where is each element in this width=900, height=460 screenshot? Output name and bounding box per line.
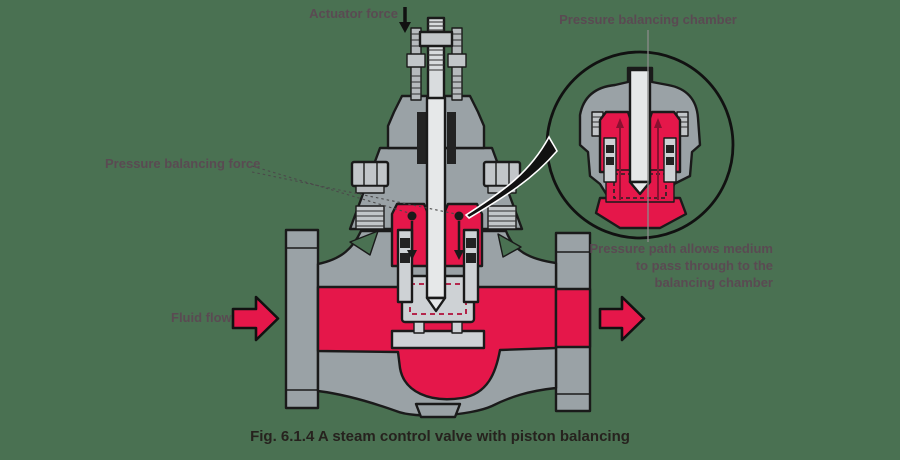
pressure-path-line-3: balancing chamber: [654, 275, 773, 290]
balancing-force-leader-2: [251, 171, 457, 215]
actuator-force-label: Actuator force: [309, 6, 398, 21]
inset-piston-dashed: [613, 173, 667, 199]
magnifier-swoosh: [464, 135, 558, 220]
bonnet-nut-right: [482, 160, 522, 230]
pressure-balancing-chamber-label: Pressure balancing chamber: [559, 12, 737, 27]
packing-slot-left: [417, 112, 426, 164]
cage: [396, 228, 480, 304]
body-web-cutout-left: [349, 230, 379, 256]
pressure-balancing-force-label: Pressure balancing force: [105, 156, 261, 171]
valve-cross-section: [284, 16, 592, 419]
outlet-flow-arrow-icon: [598, 295, 646, 342]
fluid-flow-arrow-icon: [231, 295, 280, 342]
inset-cage: [603, 137, 677, 183]
seat-ring: [390, 329, 486, 350]
inlet-flange: [284, 228, 320, 410]
inset-stem: [628, 68, 652, 196]
pressure-path-line-2: to pass through to the: [635, 258, 773, 273]
pressure-path-line-1: Pressure path allows medium: [589, 241, 773, 256]
body-web-cutout-right: [497, 233, 522, 258]
inset-bottom-red: [594, 196, 688, 230]
inset-detail-circle: [545, 50, 735, 240]
actuator-force-arrow-icon: [399, 7, 411, 33]
balancing-force-arrows: [407, 211, 464, 260]
gland-stud-right: [447, 27, 467, 101]
figure-caption: Fig. 6.1.4 A steam control valve with pi…: [250, 428, 630, 445]
leader-lines: [251, 30, 649, 242]
outlet-bore-red: [554, 287, 592, 349]
valve-stem: [425, 96, 447, 313]
inset-flow-up-arrows: [616, 118, 662, 200]
gland-stud-left: [406, 27, 426, 101]
pressure-path-label: Pressure path allows medium to pass thro…: [570, 240, 773, 291]
packing-slot-right: [447, 112, 456, 164]
fluid-flow-label: Fluid flow: [171, 310, 232, 325]
bonnet-nut-left: [350, 160, 390, 230]
inset-studs: [591, 111, 689, 137]
bottom-boss: [414, 402, 462, 419]
